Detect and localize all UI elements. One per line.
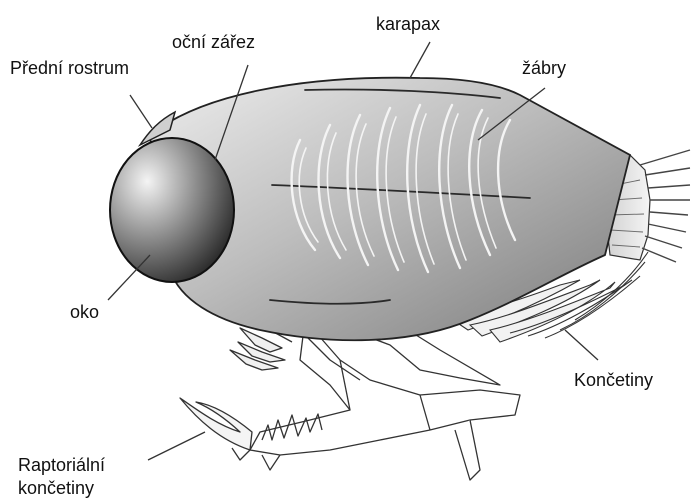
leader-karapax: [410, 42, 430, 78]
label-predni-rostrum: Přední rostrum: [10, 58, 129, 78]
label-zabry: žábry: [522, 58, 566, 78]
label-raptorialni-line1: Raptoriální: [18, 455, 105, 475]
label-koncetiny: Končetiny: [574, 370, 653, 390]
label-raptorialni-line2: končetiny: [18, 478, 94, 498]
leader-koncetiny: [565, 330, 598, 360]
leader-rostrum: [130, 95, 152, 128]
label-karapax: karapax: [376, 14, 440, 34]
raptorial-limbs: [180, 320, 520, 480]
label-oko: oko: [70, 302, 99, 322]
leader-raptorialni: [148, 432, 205, 460]
label-ocni-zarez: oční zářez: [172, 32, 255, 52]
